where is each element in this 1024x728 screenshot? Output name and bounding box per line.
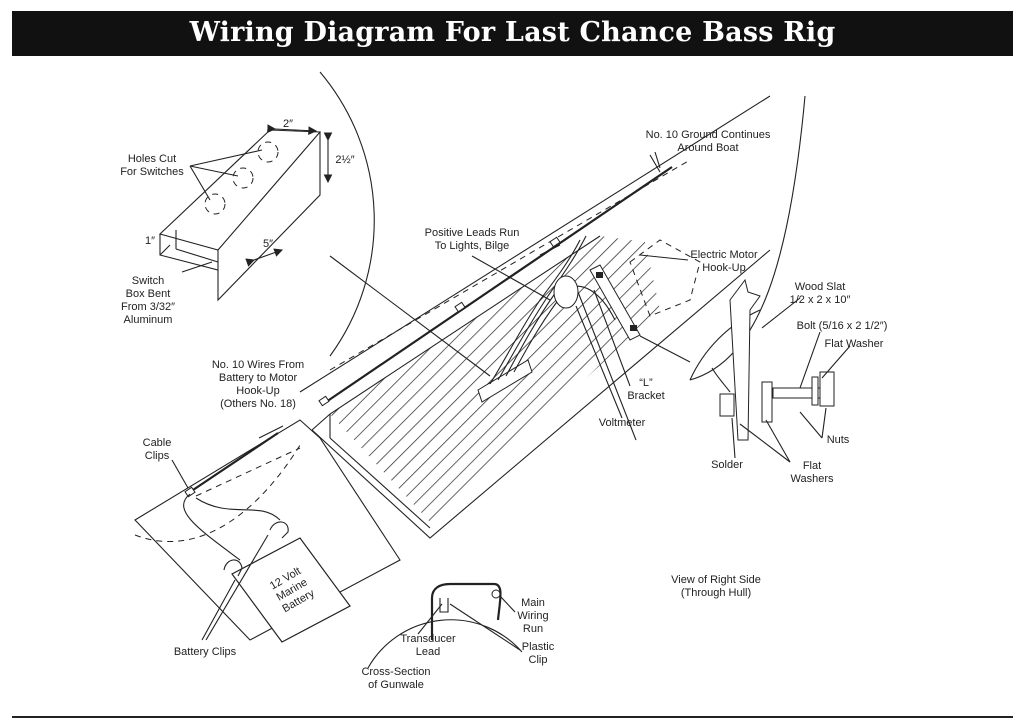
l-bracket: [589, 264, 691, 363]
label-cross-section-1: Cross-Section: [361, 666, 430, 678]
label-no10-wires-3: Hook-Up: [236, 385, 279, 397]
label-ground-1: No. 10 Ground Continues: [646, 129, 771, 141]
label-holes-cut-2: For Switches: [120, 166, 184, 178]
label-switch-box-1: Switch: [132, 275, 164, 287]
label-dim-5: 5″: [263, 238, 273, 250]
cross-section-circle: [367, 619, 523, 669]
ground-wire: [325, 166, 673, 403]
label-positive-leads-1: Positive Leads Run: [425, 227, 520, 239]
bolt-assembly: [711, 278, 835, 441]
label-bolt: Bolt (5/16 x 2 1/2″): [797, 320, 888, 332]
label-cross-section-2: of Gunwale: [368, 679, 424, 691]
label-switch-box-3: From 3/32″: [121, 301, 175, 313]
label-electric-motor-1: Electric Motor: [690, 249, 758, 261]
bottom-rule: [12, 716, 1013, 718]
label-no10-wires-2: Battery to Motor: [219, 372, 298, 384]
label-flat-washers-1: Flat: [803, 460, 821, 472]
label-plastic-clip-2: Clip: [529, 654, 548, 666]
switch-detail-circle: [319, 71, 375, 357]
label-wood-slat-2: 1/2 x 2 x 10″: [790, 294, 851, 306]
label-flat-washers-2: Washers: [791, 473, 834, 485]
label-cable-clips-2: Clips: [145, 450, 170, 462]
voltmeter: [553, 275, 637, 441]
label-nuts: Nuts: [827, 434, 850, 446]
motor-hookup: [629, 239, 701, 317]
label-l-bracket-2: Bracket: [627, 390, 664, 402]
gunwale-section: [430, 582, 502, 640]
gunwale: [299, 95, 771, 539]
label-dim-1: 1″: [145, 235, 155, 247]
label-switch-box-2: Box Bent: [126, 288, 171, 300]
battery-area: [134, 419, 401, 641]
switch-box: [158, 124, 333, 302]
label-holes-cut-1: Holes Cut: [128, 153, 176, 165]
label-l-bracket-1: “L”: [639, 377, 653, 389]
label-main-wiring-2: Wiring: [517, 610, 548, 622]
label-cable-clips-1: Cable: [143, 437, 172, 449]
label-solder: Solder: [711, 459, 743, 471]
label-switch-box-4: Aluminum: [124, 314, 173, 326]
battery: [223, 521, 351, 643]
label-main-wiring-3: Run: [523, 623, 543, 635]
label-dim-2: 2″: [283, 118, 293, 130]
label-electric-motor-2: Hook-Up: [702, 262, 745, 274]
label-no10-wires-4: (Others No. 18): [220, 398, 296, 410]
label-ground-2: Around Boat: [677, 142, 738, 154]
label-no10-wires-1: No. 10 Wires From: [212, 359, 304, 371]
label-battery-clips: Battery Clips: [174, 646, 237, 658]
label-voltmeter: Voltmeter: [599, 417, 646, 429]
page-title: Wiring Diagram For Last Chance Bass Rig: [189, 17, 836, 48]
label-transducer-1: Transducer: [400, 633, 456, 645]
hull-curve: [689, 95, 806, 381]
label-view-right-side-2: (Through Hull): [681, 587, 751, 599]
label-flat-washer: Flat Washer: [825, 338, 884, 350]
label-wood-slat-1: Wood Slat: [795, 281, 846, 293]
label-dim-2-5: 2½″: [335, 154, 354, 166]
title-bar: Wiring Diagram For Last Chance Bass Rig: [12, 11, 1013, 56]
label-transducer-2: Lead: [416, 646, 440, 658]
label-plastic-clip-1: Plastic: [522, 641, 555, 653]
label-positive-leads-2: To Lights, Bilge: [435, 240, 510, 252]
label-view-right-side-1: View of Right Side: [671, 574, 761, 586]
label-main-wiring-1: Main: [521, 597, 545, 609]
